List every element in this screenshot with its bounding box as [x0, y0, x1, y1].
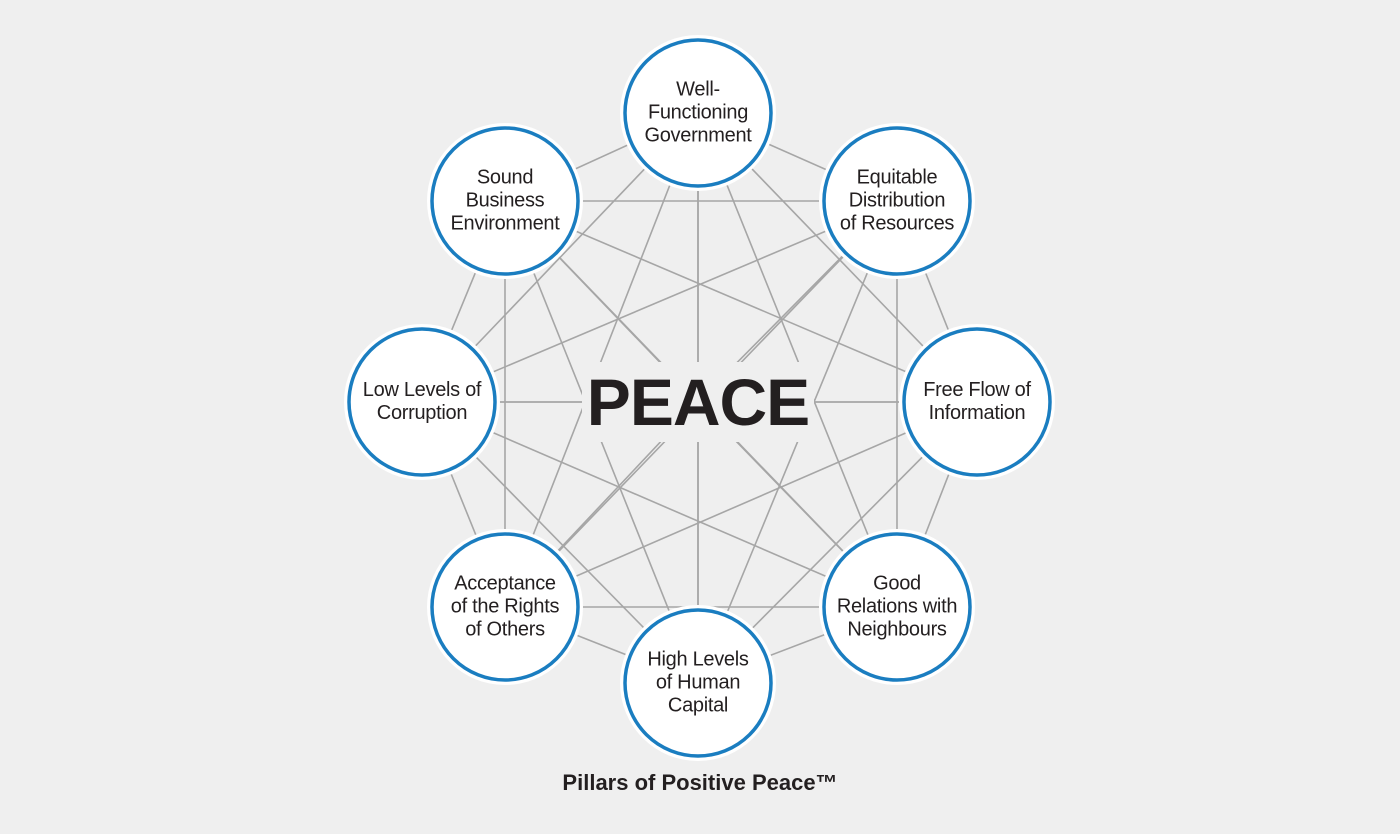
- connection-line: [504, 112, 699, 608]
- pillar-label-line: Environment: [450, 212, 560, 235]
- center-peace-label: PEACE: [586, 365, 810, 439]
- pillar-circle: [430, 126, 580, 276]
- pillar-label-line: Government: [644, 124, 752, 147]
- pillar-label-line: Well-: [676, 78, 720, 101]
- pillar-circle: [902, 327, 1052, 477]
- diagram-caption: Pillars of Positive Peace™: [562, 770, 838, 795]
- pillar-circle: [623, 38, 773, 188]
- pillar-label-line: Information: [928, 402, 1026, 424]
- pillar-label-line: Good: [873, 572, 921, 595]
- pillar-label-line: Neighbours: [847, 618, 947, 641]
- pillar-label-line: Free Flow of: [923, 379, 1031, 401]
- pillar-label-line: Distribution: [848, 189, 946, 212]
- pillar-label-line: Sound: [476, 166, 534, 189]
- pillar-label-line: of Resources: [839, 212, 955, 235]
- connection-line: [697, 112, 898, 608]
- pillar-label-line: Acceptance: [454, 572, 556, 595]
- pillar-circle: [347, 327, 497, 477]
- pillar-label-line: Business: [465, 189, 545, 212]
- connection-line: [421, 401, 898, 608]
- pillar-circles: [344, 35, 1055, 761]
- pillar-label-line: High Levels: [647, 648, 749, 671]
- connection-line: [504, 200, 978, 403]
- pillar-label-line: Corruption: [376, 402, 468, 424]
- pillar-label-line: Equitable: [856, 166, 938, 189]
- pillar-circle: [623, 608, 773, 758]
- connection-line: [421, 200, 898, 403]
- pillar-label-line: Low Levels of: [362, 379, 482, 401]
- pillar-label-line: Relations with: [836, 595, 958, 618]
- connection-line: [504, 401, 978, 608]
- pillar-circle: [822, 126, 972, 276]
- pillar-label-line: of Others: [465, 618, 545, 641]
- pillar-label-line: of Human: [655, 671, 741, 694]
- pillar-label-line: Functioning: [647, 101, 749, 124]
- pillar-circle: [822, 532, 972, 682]
- pillar-label-line: of the Rights: [450, 595, 560, 618]
- pillar-label-line: Capital: [667, 694, 729, 717]
- pillar-circle: [430, 532, 580, 682]
- peace-backdrop: [582, 362, 814, 442]
